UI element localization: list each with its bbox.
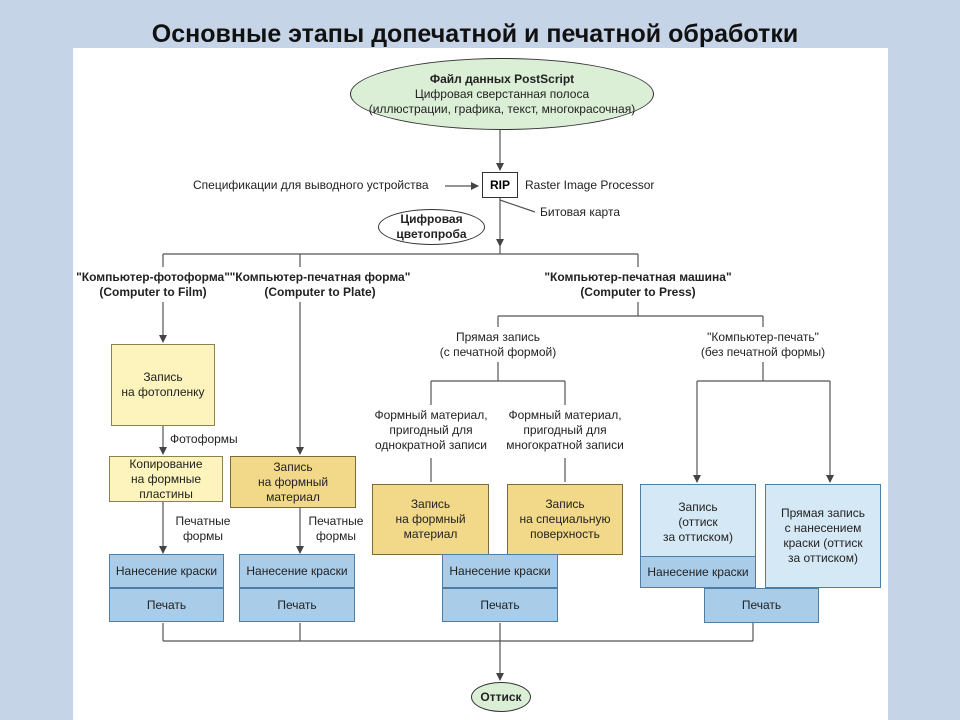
branch-press-line2: (Computer to Press) (580, 285, 696, 299)
write-plate-mat-line3: материал (403, 527, 458, 541)
branch-computer-to-press: "Компьютер-печатная машина" (Computer to… (530, 270, 746, 300)
write-plate-mat-line2: на формный (395, 512, 466, 526)
direct-ink-line2: с нанесением (784, 521, 862, 535)
digital-proof-node: Цифровая цветопроба (378, 209, 485, 245)
print-forms-mid-line2: формы (315, 529, 357, 543)
single-use-line3: однократной записи (375, 438, 487, 452)
write-sheet-line2: (оттиск (678, 514, 718, 529)
computer-print-line2: (без печатной формы) (700, 345, 826, 359)
multi-use-line2: пригодный для (523, 423, 607, 437)
branch-plate-line2: (Computer to Plate) (264, 285, 376, 299)
print-forms-mid-line1: Печатные (308, 514, 364, 528)
postscript-line2: (иллюстрации, графика, текст, многокрасо… (368, 101, 636, 116)
branch-computer-to-plate: "Компьютер-печатная форма" (Computer to … (225, 270, 415, 300)
branch-plate-line1: "Компьютер-печатная форма" (229, 270, 411, 284)
write-special-line1: Запись (545, 497, 585, 511)
print-box-film: Печать (109, 588, 224, 622)
branch-computer-to-film: "Компьютер-фотоформа" (Computer to Film) (73, 270, 233, 300)
result-print-node: Оттиск (471, 682, 531, 712)
print-box-direct: Печать (442, 588, 558, 622)
single-use-material-label: Формный материал, пригодный для однократ… (366, 408, 496, 453)
plate-write-line3: материал (266, 489, 320, 504)
film-write-line1: Запись (143, 370, 183, 384)
single-use-line2: пригодный для (389, 423, 473, 437)
branch-press-line1: "Компьютер-печатная машина" (544, 270, 732, 284)
rip-box: RIP (482, 172, 518, 198)
bitmap-label: Битовая карта (540, 205, 620, 219)
write-plate-material-box: Запись на формный материал (372, 484, 489, 555)
print-forms-left-line1: Печатные (175, 514, 231, 528)
direct-write-label: Прямая запись (с печатной формой) (418, 330, 578, 360)
print-box-plate: Печать (239, 588, 355, 622)
print-forms-left-line2: формы (182, 529, 224, 543)
direct-ink-line1: Прямая запись (780, 506, 866, 520)
write-plate-mat-line1: Запись (410, 497, 451, 511)
connector-lines (159, 130, 834, 681)
postscript-heading: Файл данных PostScript (429, 71, 575, 86)
photoforms-label: Фотоформы (170, 432, 238, 446)
write-sheet-line1: Запись (678, 499, 718, 514)
multi-use-line1: Формный материал, (508, 408, 622, 422)
print-box-computer-print: Печать (704, 588, 819, 623)
result-label: Оттиск (480, 689, 522, 704)
direct-ink-line3: краски (оттиск (783, 536, 863, 550)
postscript-line1: Цифровая сверстанная полоса (414, 86, 590, 101)
rip-label: Raster Image Processor (525, 178, 655, 192)
plate-write-line2: на формный (257, 474, 329, 489)
write-special-line2: на специальную (519, 512, 611, 526)
single-use-line1: Формный материал, (374, 408, 488, 422)
copy-plates-line2: на формные (130, 471, 202, 486)
spec-label: Спецификации для выводного устройства (193, 178, 429, 192)
write-sheet-by-sheet-box: Запись (оттиск за оттиском) (640, 484, 756, 560)
ink-box-computer-print: Нанесение краски (640, 556, 756, 588)
proof-line2: цветопроба (396, 227, 467, 241)
computer-print-label: "Компьютер-печать" (без печатной формы) (685, 330, 841, 360)
proof-line1: Цифровая (400, 212, 463, 226)
print-forms-mid-label: Печатные формы (301, 514, 371, 544)
write-special-surface-box: Запись на специальную поверхность (507, 484, 623, 555)
copy-plates-line1: Копирование (129, 456, 203, 471)
computer-print-line1: "Компьютер-печать" (707, 330, 819, 344)
branch-film-line2: (Computer to Film) (99, 285, 207, 299)
print-forms-left-label: Печатные формы (167, 514, 239, 544)
ink-box-plate: Нанесение краски (239, 554, 355, 588)
ink-box-film: Нанесение краски (109, 554, 224, 588)
plate-write-line1: Запись (273, 459, 313, 474)
film-write-line2: на фотопленку (121, 385, 205, 399)
direct-line2: (с печатной формой) (439, 345, 557, 359)
direct-line1: Прямая запись (455, 330, 541, 344)
branch-film-line1: "Компьютер-фотоформа" (76, 270, 230, 284)
multi-use-line3: многократной записи (506, 438, 624, 452)
direct-ink-write-box: Прямая запись с нанесением краски (оттис… (765, 484, 881, 588)
slide-title: Основные этапы допечатной и печатной обр… (151, 20, 799, 48)
direct-ink-line4: за оттиском) (788, 551, 858, 565)
write-special-line3: поверхность (530, 527, 600, 541)
postscript-file-node: Файл данных PostScript Цифровая сверстан… (350, 58, 654, 130)
copy-plates-line3: пластины (139, 486, 193, 501)
copy-plates-box: Копирование на формные пластины (109, 456, 223, 502)
multi-use-material-label: Формный материал, пригодный для многокра… (499, 408, 631, 453)
flowchart: Файл данных PostScript Цифровая сверстан… (73, 48, 888, 720)
ink-box-direct: Нанесение краски (442, 554, 558, 588)
film-write-box: Запись на фотопленку (111, 344, 215, 426)
write-sheet-line3: за оттиском) (663, 529, 733, 544)
plate-write-box: Запись на формный материал (230, 456, 356, 508)
